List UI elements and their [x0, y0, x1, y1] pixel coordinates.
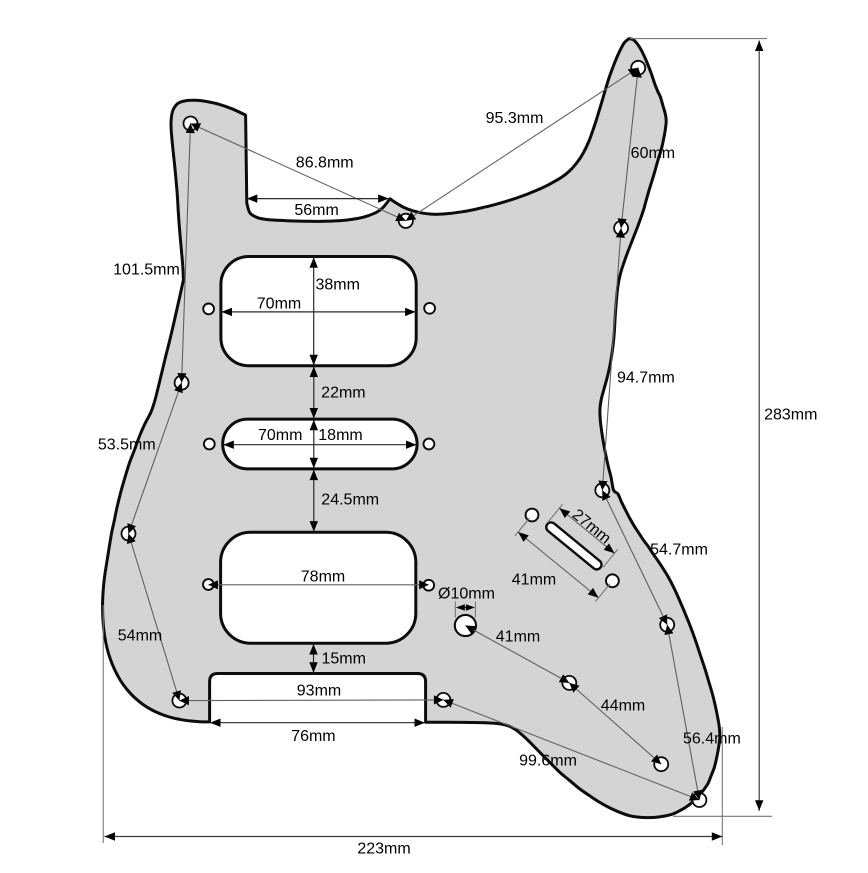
svg-text:54mm: 54mm [118, 628, 162, 645]
svg-text:99.6mm: 99.6mm [519, 753, 577, 770]
svg-text:70mm: 70mm [258, 427, 302, 444]
svg-text:86.8mm: 86.8mm [296, 155, 354, 172]
svg-text:Ø10mm: Ø10mm [438, 586, 495, 603]
svg-text:38mm: 38mm [315, 277, 359, 294]
svg-text:56.4mm: 56.4mm [683, 730, 741, 747]
svg-text:76mm: 76mm [291, 728, 335, 745]
svg-text:283mm: 283mm [764, 407, 817, 424]
svg-text:70mm: 70mm [257, 296, 301, 313]
svg-text:41mm: 41mm [496, 629, 540, 646]
svg-text:18mm: 18mm [318, 427, 362, 444]
svg-text:101.5mm: 101.5mm [113, 261, 180, 278]
svg-text:24.5mm: 24.5mm [321, 492, 379, 509]
svg-text:44mm: 44mm [601, 698, 645, 715]
svg-text:54.7mm: 54.7mm [650, 542, 708, 559]
svg-text:56mm: 56mm [294, 202, 338, 219]
svg-text:41mm: 41mm [512, 572, 556, 589]
svg-text:223mm: 223mm [357, 841, 410, 858]
svg-text:94.7mm: 94.7mm [617, 369, 675, 386]
svg-text:95.3mm: 95.3mm [486, 110, 544, 127]
svg-text:15mm: 15mm [321, 651, 365, 668]
svg-text:22mm: 22mm [321, 384, 365, 401]
svg-text:93mm: 93mm [297, 683, 341, 700]
svg-text:78mm: 78mm [301, 569, 345, 586]
svg-text:60mm: 60mm [631, 145, 675, 162]
svg-text:53.5mm: 53.5mm [98, 437, 156, 454]
